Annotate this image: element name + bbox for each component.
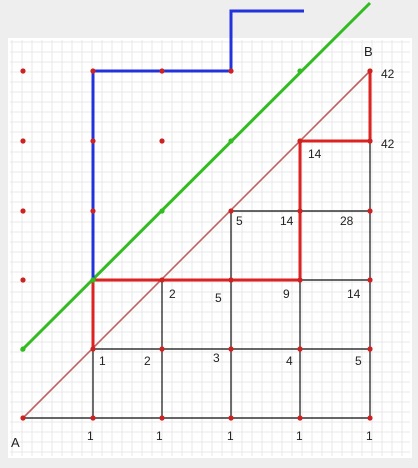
lattice-node [228, 208, 234, 214]
lattice-node [228, 346, 234, 352]
lattice-node [159, 415, 165, 421]
lattice-node [90, 415, 96, 421]
lattice-node [367, 68, 373, 74]
faint-background-grid [10, 40, 410, 456]
cell-number: 3 [213, 351, 220, 365]
lattice-node [90, 138, 96, 144]
lattice-node [367, 346, 373, 352]
cell-number: 2 [144, 354, 151, 368]
lattice-node-green [297, 68, 303, 74]
cell-number: 14 [347, 287, 361, 301]
lattice-node [297, 415, 303, 421]
lattice-node-green [90, 277, 96, 283]
cell-number: 14 [280, 214, 294, 228]
lattice-node [90, 346, 96, 352]
lattice-node [159, 138, 165, 144]
lattice-node [20, 277, 26, 283]
corner-label-end: B [364, 44, 373, 59]
lattice-node [20, 208, 26, 214]
lattice-node [20, 68, 26, 74]
lattice-node [90, 208, 96, 214]
lattice-node [297, 138, 303, 144]
lattice-node [159, 277, 165, 283]
bottom-number: 1 [87, 429, 94, 443]
right-number: 42 [381, 137, 395, 151]
cell-number: 2 [169, 287, 176, 301]
cell-number: 5 [236, 214, 243, 228]
cell-number: 28 [340, 214, 354, 228]
lattice-node [228, 277, 234, 283]
cell-number: 4 [286, 354, 293, 368]
bottom-number: 1 [366, 429, 373, 443]
lattice-node [297, 208, 303, 214]
cell-number: 9 [283, 287, 290, 301]
bottom-number: 1 [296, 429, 303, 443]
shifted-diagonal-green [19, 1, 372, 353]
lattice-node [297, 346, 303, 352]
lattice-node [228, 415, 234, 421]
lattice-node [367, 415, 373, 421]
lattice-node [367, 208, 373, 214]
main-diagonal [22, 70, 371, 419]
lattice-node [159, 68, 165, 74]
cell-number: 1 [99, 354, 106, 368]
lattice-node [297, 277, 303, 283]
lattice-node-green [159, 208, 165, 214]
lattice-nodes [20, 68, 373, 421]
bottom-number: 1 [227, 429, 234, 443]
panel-background [8, 38, 412, 458]
cell-number: 5 [215, 291, 222, 305]
lattice-node [20, 415, 26, 421]
lattice-node [367, 277, 373, 283]
lattice-node-green [20, 346, 26, 352]
lattice-node [159, 346, 165, 352]
lattice-node-green [228, 138, 234, 144]
bottom-number: 1 [156, 429, 163, 443]
corner-label-start: A [11, 435, 20, 450]
lattice-node [367, 138, 373, 144]
lattice-node [228, 68, 234, 74]
lattice-node [20, 138, 26, 144]
cell-number: 5 [355, 354, 362, 368]
right-number: 42 [381, 67, 395, 81]
lattice-node [90, 68, 96, 74]
cell-number: 14 [308, 147, 322, 161]
